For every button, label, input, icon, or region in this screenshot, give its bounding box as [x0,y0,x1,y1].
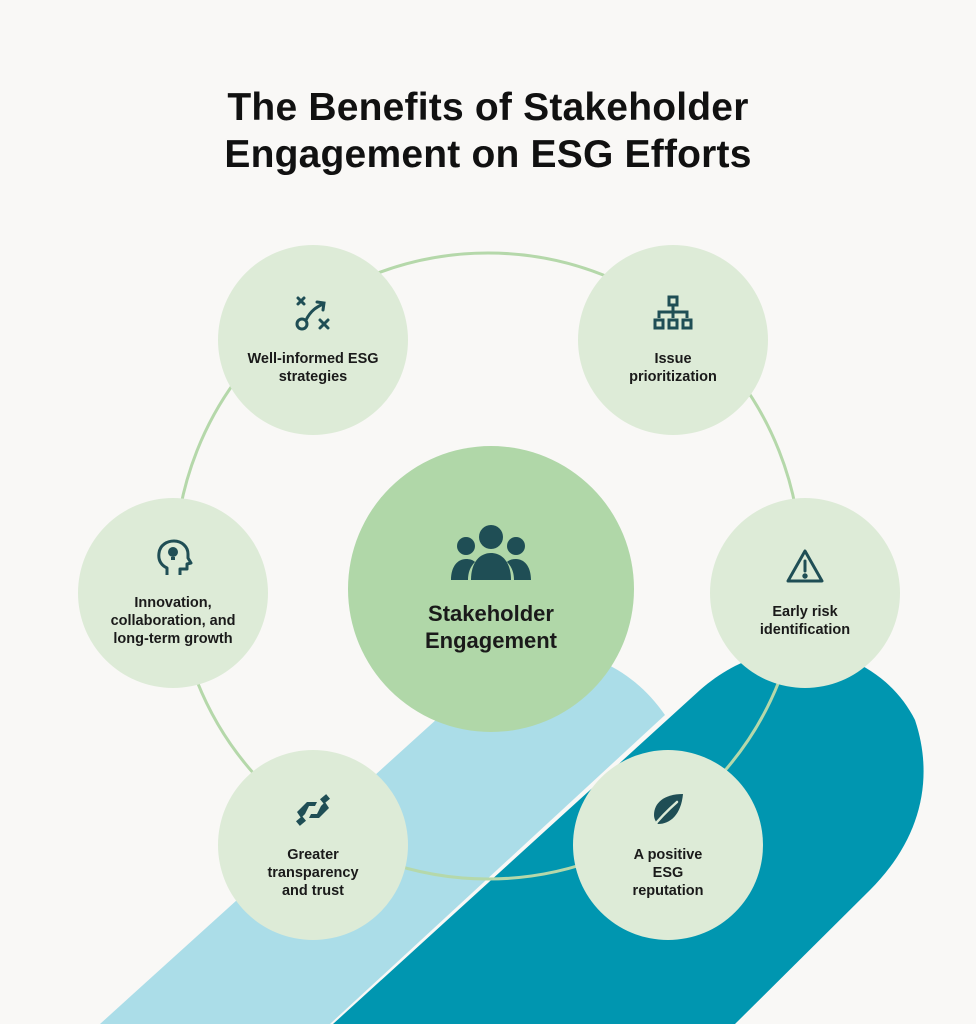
node-label: Well-informed ESG strategies [247,351,379,385]
node-risk: Early risk identification [710,498,900,688]
node-label: A positive ESG reputation [632,847,704,899]
node-label: Early risk identification [759,604,851,638]
page-title: The Benefits of Stakeholder Engagement o… [0,84,976,178]
leaf-icon [650,794,683,830]
strategy-play-icon [295,296,330,331]
node-reputation: A positive ESG reputation [573,750,763,940]
node-innovation: Innovation, collaboration, and long-term… [78,498,268,688]
node-prioritization: Issue prioritization [578,245,768,435]
node-strategies: Well-informed ESG strategies [218,245,408,435]
people-group-icon [451,525,531,580]
head-lightbulb-icon [157,539,193,575]
node-label: Greater transparency and trust [267,847,359,899]
node-transparency: Greater transparency and trust [218,750,408,940]
center-label: Stakeholder Engagement [424,601,558,653]
hierarchy-chart-icon [653,295,693,330]
title-line-2: Engagement on ESG Efforts [224,133,752,176]
node-label: Issue prioritization [629,351,717,385]
warning-triangle-icon [786,549,824,583]
title-line-1: The Benefits of Stakeholder [227,86,749,129]
handshake-icon [296,794,330,826]
node-label: Innovation, collaboration, and long-term… [110,595,236,647]
center-node: Stakeholder Engagement [348,446,634,732]
